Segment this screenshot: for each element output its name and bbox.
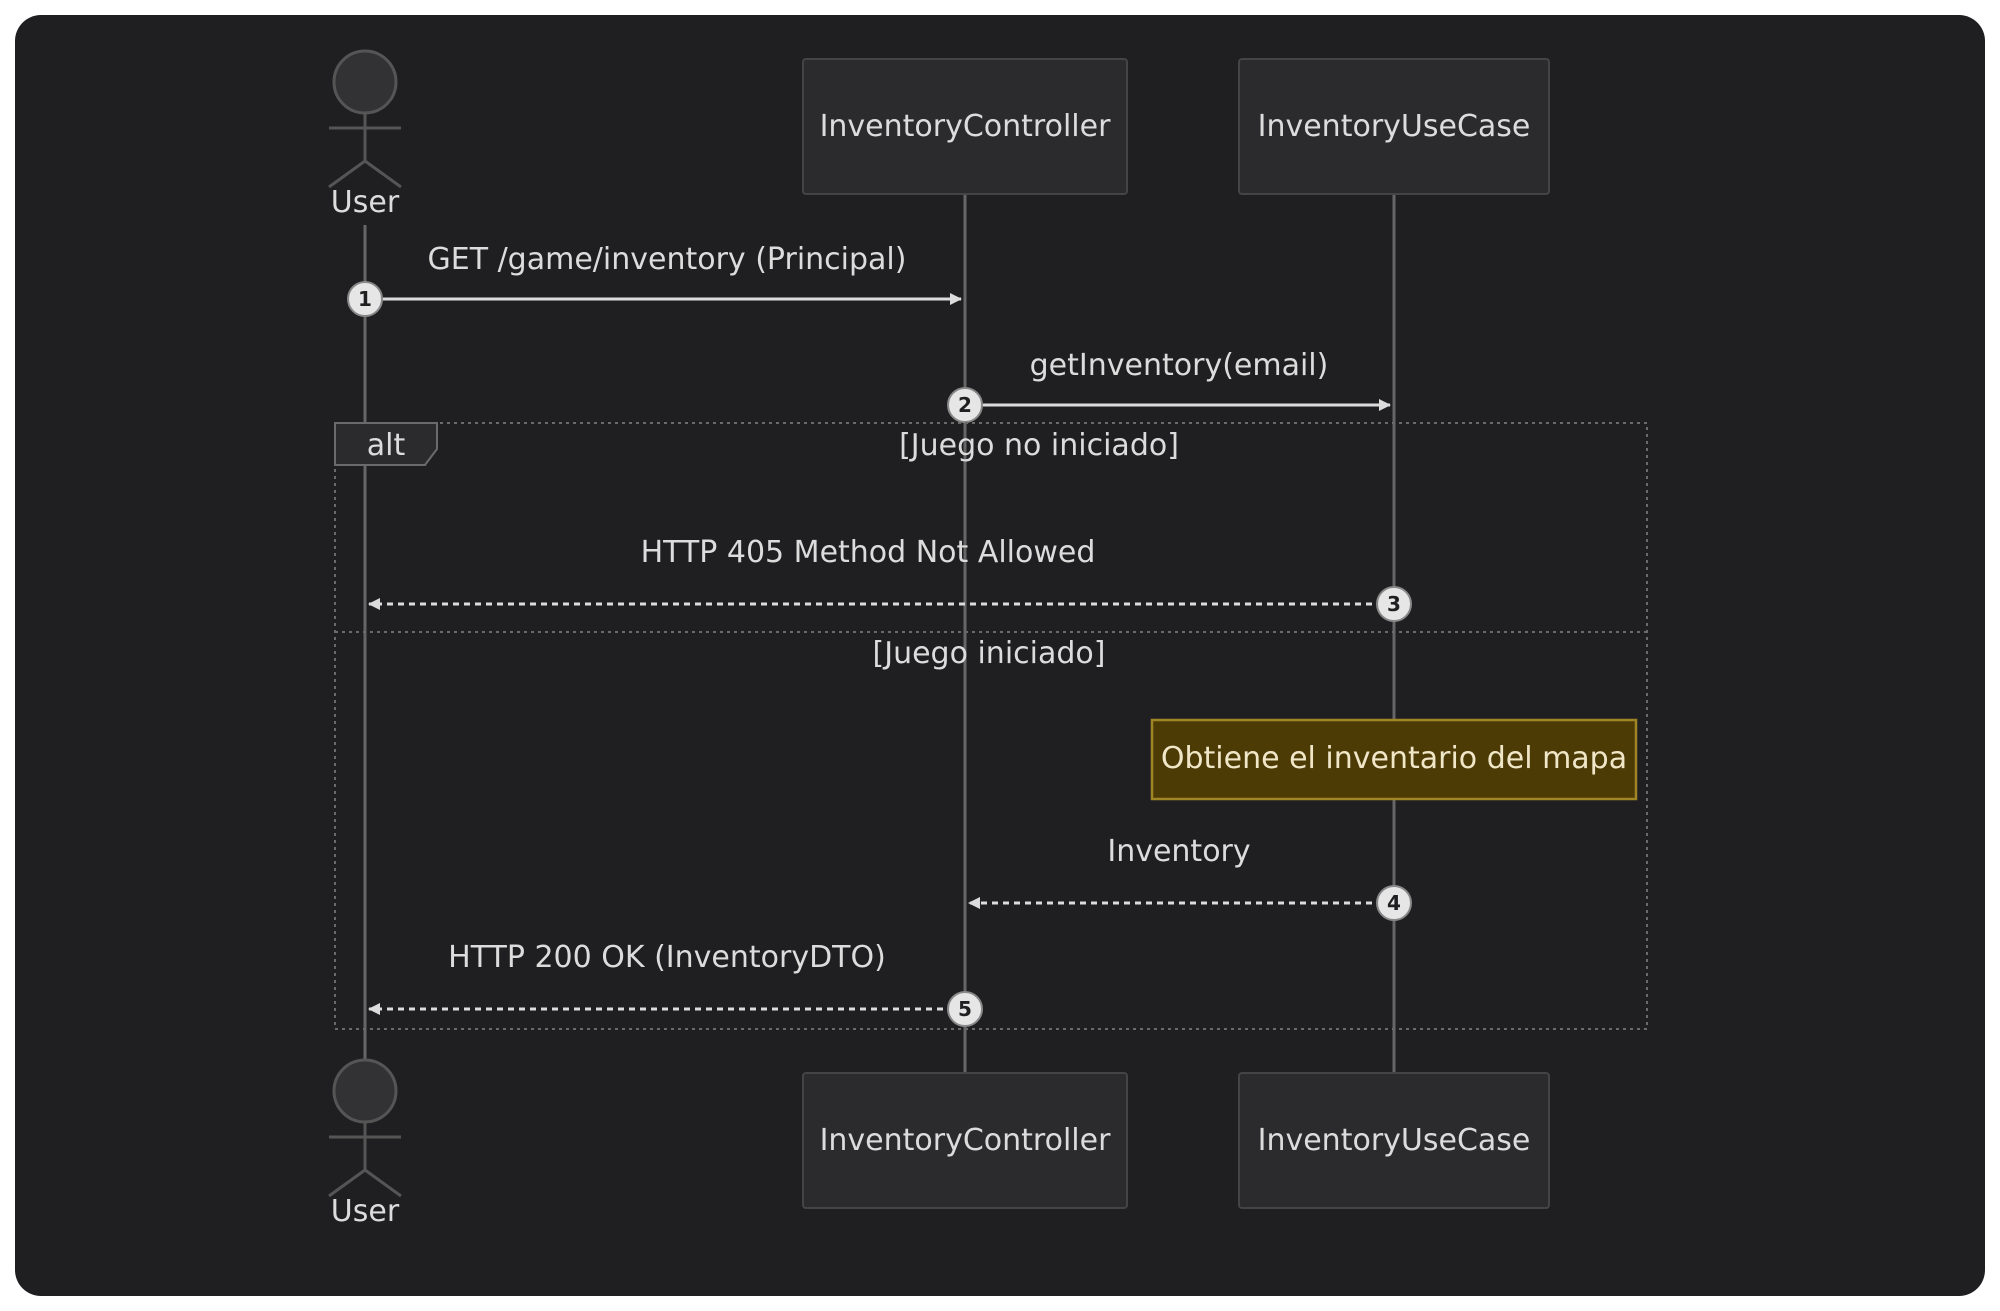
message-3-number: 3 (1387, 592, 1401, 616)
message-3-label: HTTP 405 Method Not Allowed (641, 535, 1096, 570)
participant-usecase-top: InventoryUseCase (1238, 58, 1550, 195)
message-4-number-badge (1376, 885, 1412, 921)
note: Obtiene el inventario del mapa (1150, 718, 1638, 801)
message-5-number: 5 (958, 997, 972, 1021)
actor-user-top: User (328, 49, 402, 220)
actor-leg-right (364, 159, 402, 189)
actor-head (332, 1058, 398, 1124)
message-2-label: getInventory(email) (1030, 348, 1329, 383)
note-text: Obtiene el inventario del mapa (1161, 741, 1627, 776)
participant-controller-bottom-label: InventoryController (820, 1123, 1112, 1158)
message-4-number: 4 (1387, 891, 1401, 915)
message-3: HTTP 405 Method Not Allowed 3 (368, 535, 1412, 622)
alt-fragment: alt [Juego no iniciado] [Juego iniciado] (334, 422, 1648, 1030)
participant-box (802, 1072, 1128, 1209)
participant-box (1238, 1072, 1550, 1209)
actor-user-top-label: User (331, 185, 400, 220)
message-3-number-badge (1376, 586, 1412, 622)
actor-user-bottom-label: User (331, 1194, 400, 1229)
actor-leg-right (364, 1168, 402, 1198)
participant-controller-top: InventoryController (802, 58, 1128, 195)
participant-controller-top-label: InventoryController (820, 109, 1112, 144)
alt-fragment-tab (334, 422, 438, 466)
message-1-label: GET /game/inventory (Principal) (428, 242, 907, 277)
alt-condition-2: [Juego iniciado] (873, 636, 1106, 671)
participant-box (1238, 58, 1550, 195)
message-5-number-badge (947, 991, 983, 1027)
note-box (1150, 718, 1638, 801)
message-1-number-badge (347, 281, 383, 317)
diagram-frame: User InventoryController InventoryUseCas… (15, 15, 1985, 1296)
message-5: HTTP 200 OK (InventoryDTO) 5 (368, 940, 983, 1027)
participant-usecase-bottom: InventoryUseCase (1238, 1072, 1550, 1209)
message-5-label: HTTP 200 OK (InventoryDTO) (448, 940, 886, 975)
actor-head (332, 49, 398, 115)
participant-controller-bottom: InventoryController (802, 1072, 1128, 1209)
message-4: Inventory 4 (968, 834, 1412, 921)
alt-fragment-keyword: alt (367, 428, 406, 463)
sequence-diagram: User InventoryController InventoryUseCas… (328, 49, 1648, 1229)
message-1-number: 1 (358, 287, 372, 311)
participant-usecase-top-label: InventoryUseCase (1258, 109, 1531, 144)
actor-leg-left (328, 159, 366, 189)
actor-leg-left (328, 1168, 366, 1198)
message-1: GET /game/inventory (Principal) 1 (347, 242, 962, 317)
alt-condition-1: [Juego no iniciado] (899, 428, 1179, 463)
actor-user-bottom: User (328, 1058, 402, 1229)
participant-usecase-bottom-label: InventoryUseCase (1258, 1123, 1531, 1158)
participant-box (802, 58, 1128, 195)
message-2-number: 2 (958, 393, 972, 417)
message-4-label: Inventory (1107, 834, 1250, 869)
message-2: getInventory(email) 2 (947, 348, 1391, 423)
